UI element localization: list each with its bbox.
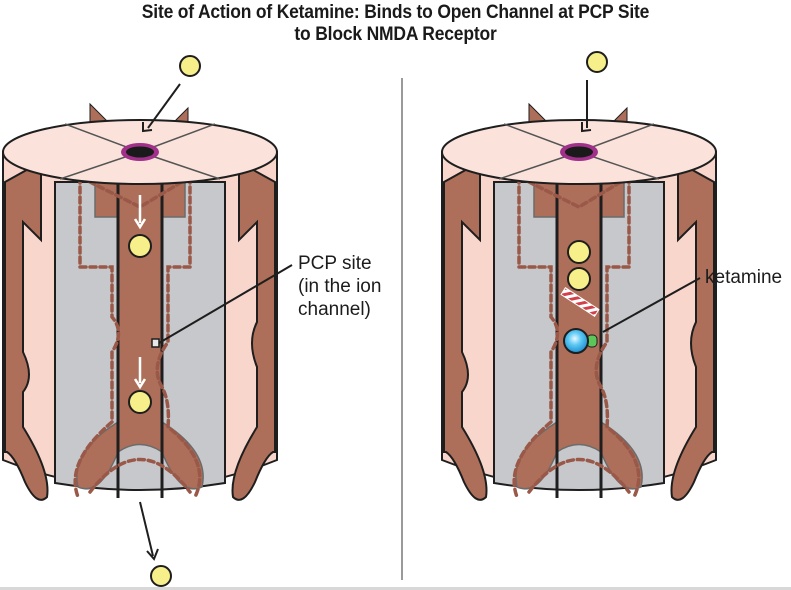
- ketamine-pointer: [602, 277, 701, 333]
- figure-title: Site of Action of Ketamine: Binds to Ope…: [32, 2, 760, 46]
- dashed-outline-top: [517, 175, 631, 209]
- dashed-outline-left: [73, 175, 121, 499]
- ion-in-channel: [567, 240, 591, 264]
- pcp-label-line-1: PCP site: [298, 253, 372, 274]
- pcp-site-pointer: [158, 264, 293, 344]
- pore-opening: [565, 146, 593, 158]
- ion-in-channel: [128, 234, 152, 258]
- flow-arrowhead: [133, 378, 147, 390]
- title-line-1: Site of Action of Ketamine: Binds to Ope…: [141, 2, 650, 23]
- pcp-site-marker: [151, 338, 160, 348]
- ketamine-label-text: ketamine: [705, 267, 783, 288]
- arrowhead: [142, 122, 153, 133]
- pcp-site-label: PCP site (in the ion channel): [298, 252, 381, 321]
- bottom-border: [0, 587, 791, 590]
- arrowhead: [581, 122, 592, 133]
- ion-entry-arrow: [147, 83, 181, 129]
- dashed-outline-bottom: [527, 457, 631, 494]
- subunit-left: [4, 160, 49, 501]
- receptor-blocked-panel: [441, 51, 717, 501]
- dashed-outline-right: [594, 175, 641, 499]
- ion-incoming: [586, 51, 608, 73]
- ion-incoming: [179, 55, 201, 77]
- ion-exited: [150, 565, 172, 587]
- subunit-left: [443, 160, 488, 501]
- arrowhead: [146, 548, 159, 561]
- title-line-2: to Block NMDA Receptor: [294, 24, 497, 45]
- dashed-outline-right: [155, 175, 202, 499]
- ion-in-channel: [128, 390, 152, 414]
- channel-gate-bar: [560, 287, 600, 317]
- pore-opening: [126, 146, 154, 158]
- ion-exit-arrow: [139, 501, 154, 557]
- dashed-outline-bottom: [88, 457, 192, 494]
- receptor-open-panel: [1, 55, 293, 587]
- ketamine-molecule: [563, 328, 589, 354]
- subunit-right: [670, 160, 715, 501]
- pcp-label-line-3: channel): [298, 299, 371, 320]
- flow-arrowhead: [133, 218, 147, 230]
- dashed-outline-left: [512, 175, 560, 499]
- ion-in-channel: [567, 267, 591, 291]
- ketamine-label: ketamine: [705, 266, 782, 289]
- pcp-label-line-2: (in the ion: [298, 276, 382, 297]
- subunit-right: [231, 160, 276, 501]
